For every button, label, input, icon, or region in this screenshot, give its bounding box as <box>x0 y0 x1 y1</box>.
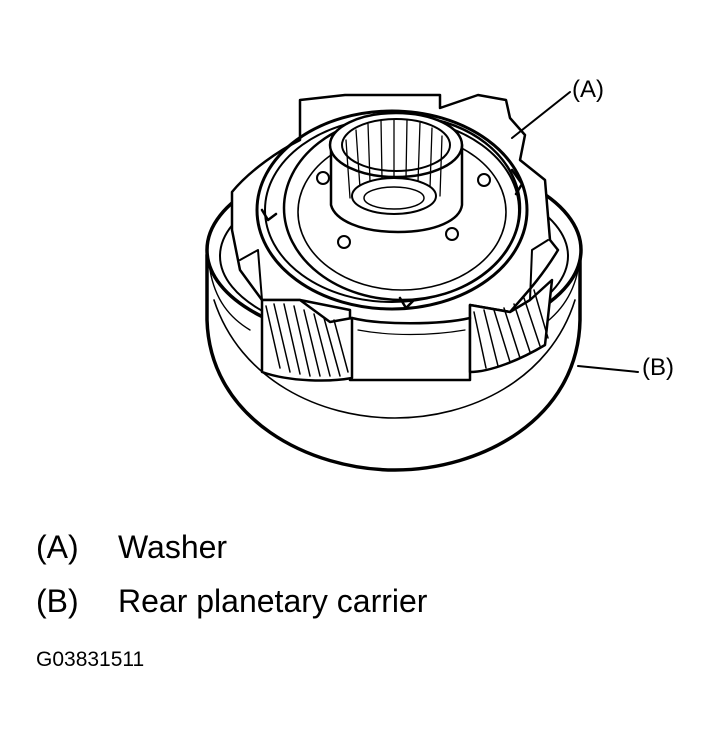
legend-item-washer: (A) Washer <box>36 530 227 564</box>
carrier-web <box>350 316 472 336</box>
legend-key: (A) <box>36 529 79 565</box>
splined-hub <box>328 111 464 234</box>
legend-key: (B) <box>36 583 79 619</box>
pinion-gear-left <box>260 298 354 382</box>
legend-item-rear-planetary-carrier: (B) Rear planetary carrier <box>36 584 427 618</box>
leader-lines <box>511 91 639 373</box>
figure-code: G03831511 <box>36 648 145 671</box>
callout-label-a: (A) <box>572 76 604 103</box>
leader-line-b <box>577 365 639 373</box>
planetary-carrier-illustration <box>205 91 639 472</box>
legend-text: Washer <box>118 529 228 565</box>
callout-label-b: (B) <box>642 354 674 381</box>
leader-line-a <box>511 91 571 139</box>
pinion-gear-right <box>468 278 554 374</box>
legend-text: Rear planetary carrier <box>118 583 428 619</box>
